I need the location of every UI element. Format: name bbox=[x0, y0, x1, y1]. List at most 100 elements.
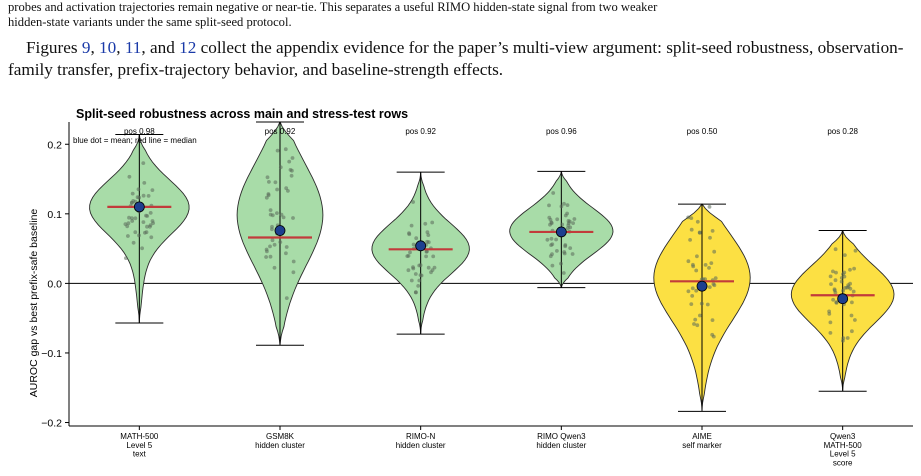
sample-point bbox=[563, 243, 568, 247]
body-suffix: collect the appendix evidence for the pa… bbox=[8, 38, 904, 79]
sample-point bbox=[405, 254, 410, 258]
figure-ref-11[interactable]: 11 bbox=[124, 38, 142, 57]
sample-point bbox=[698, 313, 702, 318]
sample-point bbox=[407, 232, 412, 237]
sample-point bbox=[841, 272, 845, 277]
sample-point bbox=[839, 276, 844, 280]
body-prefix: Figures bbox=[26, 38, 82, 57]
sample-point bbox=[408, 250, 412, 255]
sample-point bbox=[711, 282, 716, 286]
sample-point bbox=[417, 263, 422, 268]
sample-point bbox=[430, 220, 435, 225]
sample-point bbox=[705, 302, 710, 307]
figure-ref-9[interactable]: 9 bbox=[81, 38, 91, 57]
sample-point bbox=[144, 230, 149, 235]
y-tick-label: −0.2 bbox=[41, 418, 62, 430]
sample-point bbox=[828, 320, 833, 325]
pos-label: pos 0.92 bbox=[265, 127, 296, 136]
sample-point bbox=[288, 168, 293, 172]
sample-point bbox=[275, 187, 279, 192]
sample-point bbox=[145, 224, 149, 229]
sample-point bbox=[137, 233, 141, 238]
intro-paragraph: probes and activation trajectories remai… bbox=[8, 0, 913, 29]
sample-point bbox=[149, 235, 154, 240]
x-tick-label: RIMO Qwen3 bbox=[537, 432, 586, 441]
body-sep-2: , bbox=[116, 38, 125, 57]
sample-point bbox=[141, 161, 146, 165]
sample-point bbox=[572, 217, 577, 221]
sample-point bbox=[549, 243, 553, 248]
sample-point bbox=[833, 247, 838, 252]
sample-point bbox=[411, 242, 416, 247]
sample-point bbox=[281, 215, 286, 220]
x-tick-label: Qwen3 bbox=[830, 432, 856, 441]
y-tick-label: −0.1 bbox=[41, 348, 62, 360]
sample-point bbox=[834, 270, 838, 275]
sample-point bbox=[550, 263, 555, 268]
y-tick-label: 0.2 bbox=[47, 139, 62, 151]
sample-point bbox=[268, 208, 273, 212]
intro-line-2: hidden-state variants under the same spl… bbox=[8, 14, 292, 29]
sample-point bbox=[689, 227, 694, 232]
sample-point bbox=[141, 193, 146, 198]
x-tick-label: score bbox=[833, 458, 853, 467]
y-tick-label: 0.1 bbox=[47, 209, 62, 221]
sample-point bbox=[430, 268, 435, 272]
sample-point bbox=[688, 238, 692, 242]
sample-point bbox=[551, 191, 556, 195]
sample-point bbox=[829, 282, 833, 286]
sample-point bbox=[693, 317, 698, 322]
x-tick-label: Level 5 bbox=[126, 441, 152, 450]
sample-point bbox=[270, 224, 274, 229]
mean-dot bbox=[837, 293, 849, 305]
sample-point bbox=[565, 203, 570, 207]
sample-point bbox=[270, 238, 275, 243]
sample-point bbox=[125, 224, 130, 229]
sample-point bbox=[710, 318, 715, 322]
sample-point bbox=[264, 255, 268, 259]
x-tick-label: hidden cluster bbox=[396, 441, 446, 450]
sample-point bbox=[414, 236, 419, 241]
sample-point bbox=[146, 194, 151, 198]
sample-point bbox=[547, 203, 551, 208]
sample-point bbox=[833, 290, 838, 295]
sample-point bbox=[568, 246, 573, 251]
sample-point bbox=[133, 230, 138, 235]
sample-point bbox=[562, 251, 567, 256]
sample-point bbox=[142, 181, 147, 185]
sample-point bbox=[148, 223, 153, 227]
pos-label: pos 0.96 bbox=[546, 127, 577, 136]
sample-point bbox=[843, 253, 847, 257]
sample-point bbox=[695, 323, 700, 328]
sample-point bbox=[416, 284, 421, 288]
sample-point bbox=[136, 187, 141, 192]
pos-label: pos 0.50 bbox=[687, 127, 718, 136]
sample-point bbox=[127, 174, 132, 179]
sample-point bbox=[848, 281, 852, 286]
sample-point bbox=[831, 269, 835, 274]
sample-point bbox=[423, 221, 428, 226]
mean-dot bbox=[274, 225, 286, 236]
mean-dot bbox=[555, 226, 567, 238]
body-sep-3: , and bbox=[141, 38, 180, 57]
figure-ref-12[interactable]: 12 bbox=[179, 38, 197, 57]
x-tick-label: text bbox=[133, 450, 147, 459]
sample-point bbox=[708, 235, 712, 240]
x-tick-label: self marker bbox=[682, 441, 722, 450]
sample-point bbox=[417, 278, 422, 283]
sample-point bbox=[268, 254, 273, 259]
sample-point bbox=[549, 236, 554, 241]
sample-point bbox=[562, 201, 566, 206]
x-tick-label: GSM8K bbox=[266, 432, 295, 441]
sample-point bbox=[130, 219, 135, 223]
sample-point bbox=[131, 240, 136, 245]
sample-point bbox=[291, 270, 296, 275]
body-paragraph: Figures 9, 10, 11, and 12 collect the ap… bbox=[8, 37, 913, 80]
sample-point bbox=[547, 215, 552, 220]
x-tick-label: MATH-500 bbox=[824, 441, 863, 450]
sample-point bbox=[695, 219, 700, 224]
sample-point bbox=[133, 216, 138, 221]
sample-point bbox=[851, 289, 856, 294]
figure-ref-10[interactable]: 10 bbox=[99, 38, 117, 57]
